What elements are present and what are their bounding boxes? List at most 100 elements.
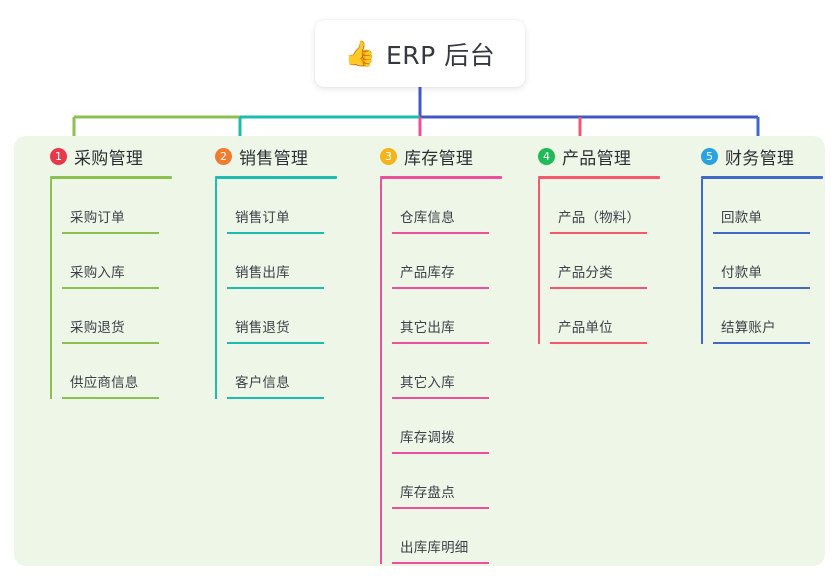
list-item[interactable]: 其它出库 <box>380 289 530 344</box>
branch-item-label: 采购订单 <box>70 210 125 226</box>
branch-item-label: 库存盘点 <box>400 485 455 501</box>
branch-item-label: 回款单 <box>721 210 763 226</box>
list-item[interactable]: 采购退货 <box>50 289 200 344</box>
list-item[interactable]: 出库库明细 <box>380 509 530 564</box>
branch-item-label: 结算账户 <box>721 320 776 336</box>
branch-trunk-2 <box>215 179 217 399</box>
list-item[interactable]: 库存调拨 <box>380 399 530 454</box>
branch-title-2: 销售管理 <box>239 148 309 169</box>
branch-header-4[interactable]: 4 产品管理 <box>527 136 692 176</box>
branch-columns: 1 采购管理 采购订单 采购入库 采购退货 供应商信 <box>14 136 825 566</box>
branches-panel <box>14 136 825 566</box>
branch-trunk-4 <box>538 179 540 344</box>
branch-item-underline <box>392 452 489 454</box>
branch-item-label: 采购退货 <box>70 320 125 336</box>
branch-item-label: 产品（物料） <box>558 210 641 226</box>
branch-item-underline <box>227 232 324 234</box>
list-item[interactable]: 销售出库 <box>215 234 365 289</box>
branch-badge-4: 4 <box>538 147 555 165</box>
branch-item-underline <box>62 397 159 399</box>
branch-column-3: 3 库存管理 仓库信息 产品库存 其它出库 其它入库 <box>369 136 534 564</box>
branch-item-label: 供应商信息 <box>70 375 139 391</box>
branch-badge-3: 3 <box>380 147 397 165</box>
branch-column-4: 4 产品管理 产品（物料） 产品分类 产品单位 <box>527 136 692 344</box>
list-item[interactable]: 仓库信息 <box>380 179 530 234</box>
branch-title-3: 库存管理 <box>404 148 474 169</box>
branch-trunk-1 <box>50 179 52 399</box>
branch-item-label: 销售订单 <box>235 210 290 226</box>
branch-title-5: 财务管理 <box>725 148 795 169</box>
branch-item-underline <box>62 342 159 344</box>
branch-badge-1: 1 <box>50 147 67 165</box>
branch-item-label: 库存调拨 <box>400 430 455 446</box>
branch-item-label: 产品单位 <box>558 320 613 336</box>
branch-item-underline <box>550 342 647 344</box>
branch-header-3[interactable]: 3 库存管理 <box>369 136 534 176</box>
branch-title-1: 采购管理 <box>74 148 144 169</box>
branch-item-underline <box>62 287 159 289</box>
branch-header-5[interactable]: 5 财务管理 <box>690 136 839 176</box>
list-item[interactable]: 采购订单 <box>50 179 200 234</box>
branch-item-underline <box>392 287 489 289</box>
branch-underline-1 <box>50 176 172 179</box>
list-item[interactable]: 产品分类 <box>538 234 688 289</box>
list-item[interactable]: 供应商信息 <box>50 344 200 399</box>
branch-header-1[interactable]: 1 采购管理 <box>39 136 204 176</box>
branch-underline-5 <box>701 176 823 179</box>
branch-item-underline <box>713 287 810 289</box>
branch-item-label: 采购入库 <box>70 265 125 281</box>
thumbs-up-emoji: 👍 <box>344 39 376 68</box>
list-item[interactable]: 回款单 <box>701 179 839 234</box>
branch-item-underline <box>227 342 324 344</box>
branch-underline-3 <box>380 176 502 179</box>
branch-item-label: 出库库明细 <box>400 540 469 556</box>
branch-item-underline <box>227 287 324 289</box>
branch-item-underline <box>392 342 489 344</box>
list-item[interactable]: 销售退货 <box>215 289 365 344</box>
branch-item-label: 销售退货 <box>235 320 290 336</box>
branch-column-2: 2 销售管理 销售订单 销售出库 销售退货 客户信息 <box>204 136 369 399</box>
branch-badge-2: 2 <box>215 147 232 165</box>
branch-item-label: 客户信息 <box>235 375 290 391</box>
branch-header-2[interactable]: 2 销售管理 <box>204 136 369 176</box>
branch-item-underline <box>392 507 489 509</box>
branch-underline-2 <box>215 176 337 179</box>
branch-item-underline <box>550 287 647 289</box>
branch-item-label: 仓库信息 <box>400 210 455 226</box>
branch-trunk-5 <box>701 179 703 344</box>
branch-title-4: 产品管理 <box>562 148 632 169</box>
branch-item-underline <box>392 562 489 564</box>
branch-column-1: 1 采购管理 采购订单 采购入库 采购退货 供应商信 <box>39 136 204 399</box>
list-item[interactable]: 销售订单 <box>215 179 365 234</box>
root-node-title: ERP 后台 <box>385 40 496 70</box>
branch-items-1: 采购订单 采购入库 采购退货 供应商信息 <box>50 179 200 399</box>
list-item[interactable]: 产品单位 <box>538 289 688 344</box>
list-item[interactable]: 产品库存 <box>380 234 530 289</box>
branch-item-label: 产品分类 <box>558 265 613 281</box>
root-node-card[interactable]: 👍 ERP 后台 <box>315 20 525 87</box>
branch-underline-4 <box>538 176 660 179</box>
branch-item-underline <box>227 397 324 399</box>
list-item[interactable]: 客户信息 <box>215 344 365 399</box>
branch-item-label: 产品库存 <box>400 265 455 281</box>
branch-column-5: 5 财务管理 回款单 付款单 结算账户 <box>690 136 839 344</box>
list-item[interactable]: 付款单 <box>701 234 839 289</box>
branch-badge-5: 5 <box>701 147 718 165</box>
branch-item-underline <box>392 397 489 399</box>
branch-items-4: 产品（物料） 产品分类 产品单位 <box>538 179 688 344</box>
branch-item-underline <box>713 232 810 234</box>
branch-item-underline <box>713 342 810 344</box>
branch-trunk-3 <box>380 179 382 564</box>
list-item[interactable]: 结算账户 <box>701 289 839 344</box>
list-item[interactable]: 库存盘点 <box>380 454 530 509</box>
list-item[interactable]: 其它入库 <box>380 344 530 399</box>
branch-item-underline <box>550 232 647 234</box>
branch-item-label: 其它入库 <box>400 375 455 391</box>
branch-item-label: 其它出库 <box>400 320 455 336</box>
branch-items-2: 销售订单 销售出库 销售退货 客户信息 <box>215 179 365 399</box>
branch-items-3: 仓库信息 产品库存 其它出库 其它入库 库存调拨 <box>380 179 530 564</box>
list-item[interactable]: 采购入库 <box>50 234 200 289</box>
branch-item-underline <box>62 232 159 234</box>
list-item[interactable]: 产品（物料） <box>538 179 688 234</box>
